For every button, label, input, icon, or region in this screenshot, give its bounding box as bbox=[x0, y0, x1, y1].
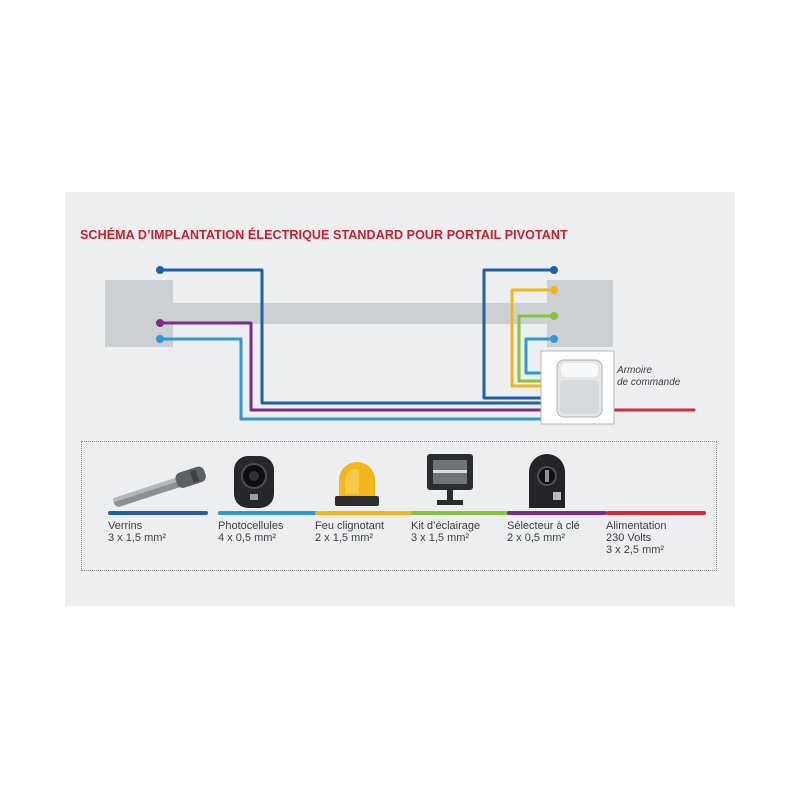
legend-item-photocellules: Photocellules 4 x 0,5 mm² bbox=[218, 442, 318, 572]
terminal-left-selecteur bbox=[156, 319, 164, 327]
terminal-left-photocell bbox=[156, 335, 164, 343]
legend-spec-selecteur: 2 x 0,5 mm² bbox=[507, 532, 566, 544]
terminal-right-photocell bbox=[550, 335, 558, 343]
wire-right-feu bbox=[510, 288, 556, 388]
key-selector-icon bbox=[529, 454, 565, 508]
wire-left-photocell bbox=[158, 337, 549, 421]
actuator-icon bbox=[112, 466, 206, 507]
legend-item-selecteur: Sélecteur à clé 2 x 0,5 mm² bbox=[507, 442, 607, 572]
cabinet-label-line1: Armoire bbox=[617, 365, 653, 376]
flashing-light-icon bbox=[335, 462, 379, 506]
control-cabinet-icon bbox=[540, 350, 615, 425]
legend-item-eclairage: Kit d’éclairage 3 x 1,5 mm² bbox=[411, 442, 511, 572]
legend-spec-feu: 2 x 1,5 mm² bbox=[315, 532, 374, 544]
floodlight-icon bbox=[427, 454, 473, 505]
cabinet-label: Armoire de commande bbox=[617, 365, 680, 389]
wire-right-photocell bbox=[524, 337, 556, 375]
legend-item-alimentation: Alimentation 230 Volts 3 x 2,5 mm² bbox=[606, 442, 706, 572]
legend-spec-eclairage: 3 x 1,5 mm² bbox=[411, 532, 470, 544]
diagram-panel bbox=[65, 192, 735, 606]
legend-bar-photocellules bbox=[218, 511, 318, 515]
wire-left-selecteur bbox=[158, 321, 549, 412]
legend-bar-eclairage bbox=[411, 511, 511, 515]
terminal-left-verrin bbox=[156, 266, 164, 274]
legend-spec-alimentation: 3 x 2,5 mm² bbox=[606, 544, 665, 556]
photocell-icon bbox=[234, 456, 274, 508]
legend-bar-verrins bbox=[108, 511, 208, 515]
terminal-right-feu bbox=[550, 286, 558, 294]
legend-name-verrins: Verrins bbox=[108, 520, 143, 532]
legend-bar-alimentation bbox=[606, 511, 706, 515]
gate-beam bbox=[173, 303, 547, 324]
legend-item-verrins: Verrins 3 x 1,5 mm² bbox=[108, 442, 208, 572]
legend-box: Verrins 3 x 1,5 mm² Photocellules 4 x 0,… bbox=[81, 441, 717, 571]
cabinet-label-line2: de commande bbox=[617, 377, 681, 388]
legend-name-photocellules: Photocellules bbox=[218, 520, 284, 532]
legend-name-selecteur: Sélecteur à clé bbox=[507, 520, 580, 532]
right-pillar bbox=[547, 280, 613, 347]
legend-name2-alimentation: 230 Volts bbox=[606, 532, 652, 544]
legend-name-feu: Feu clignotant bbox=[315, 520, 385, 532]
legend-item-feu: Feu clignotant 2 x 1,5 mm² bbox=[315, 442, 415, 572]
wire-right-verrin bbox=[482, 268, 556, 400]
legend-bar-feu bbox=[315, 511, 415, 515]
diagram-title: SCHÉMA D’IMPLANTATION ÉLECTRIQUE STANDAR… bbox=[80, 228, 568, 242]
wire-left-verrin bbox=[158, 268, 549, 405]
legend-bar-selecteur bbox=[507, 511, 607, 515]
wire-right-eclairage bbox=[517, 314, 556, 383]
terminal-right-verrin bbox=[550, 266, 558, 274]
legend-name-eclairage: Kit d’éclairage bbox=[411, 520, 481, 532]
legend-name-alimentation: Alimentation bbox=[606, 520, 667, 532]
terminal-right-eclairage bbox=[550, 312, 558, 320]
legend-spec-photocellules: 4 x 0,5 mm² bbox=[218, 532, 277, 544]
legend-spec-verrins: 3 x 1,5 mm² bbox=[108, 532, 167, 544]
